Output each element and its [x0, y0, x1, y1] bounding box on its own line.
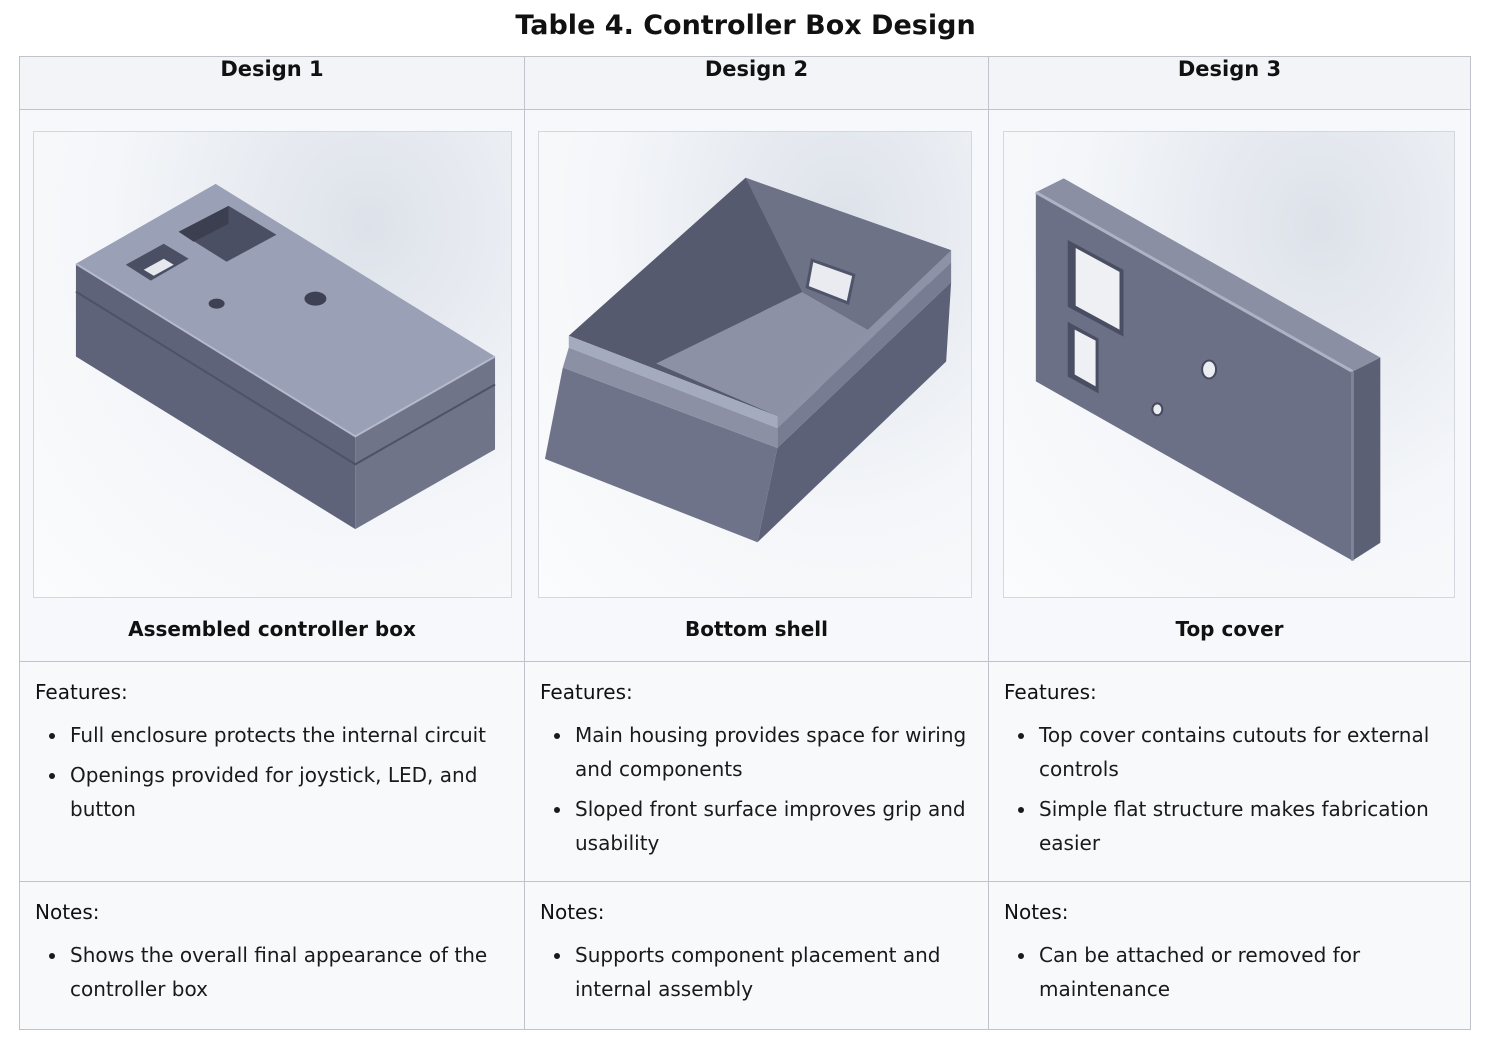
column-header-design-2: Design 2	[524, 56, 989, 110]
notes-list: Supports component placement and interna…	[540, 938, 973, 1006]
notes-cell-design-3: Notes: Can be attached or removed for ma…	[988, 881, 1471, 1030]
image-cell-design-1: Assembled controller box	[19, 109, 525, 662]
image-cell-design-3: Top cover	[988, 109, 1471, 662]
header-row: Design 1 Design 2 Design 3	[19, 56, 1471, 110]
image-row: Assembled controller box	[19, 109, 1471, 662]
notes-label: Notes:	[35, 900, 100, 924]
column-header-design-3: Design 3	[988, 56, 1471, 110]
assembled-box-image	[33, 131, 512, 598]
features-cell-design-3: Features: Top cover contains cutouts for…	[988, 661, 1471, 882]
column-header-design-1: Design 1	[19, 56, 525, 110]
assembled-box-3d-render-icon	[75, 183, 496, 530]
notes-row: Notes: Shows the overall final appearanc…	[19, 881, 1471, 1030]
notes-list: Shows the overall final appearance of th…	[35, 938, 509, 1006]
list-item: Main housing provides space for wiring a…	[540, 718, 973, 786]
features-cell-design-2: Features: Main housing provides space fo…	[524, 661, 989, 882]
top-cover-image	[1003, 131, 1455, 598]
list-item: Can be attached or removed for maintenan…	[1004, 938, 1455, 1006]
notes-label: Notes:	[540, 900, 605, 924]
notes-label: Notes:	[1004, 900, 1069, 924]
features-label: Features:	[540, 680, 633, 704]
caption-design-3: Top cover	[1175, 617, 1284, 641]
list-item: Top cover contains cutouts for external …	[1004, 718, 1455, 786]
list-item: Full enclosure protects the internal cir…	[35, 718, 509, 752]
features-list: Top cover contains cutouts for external …	[1004, 718, 1455, 860]
caption-design-2: Bottom shell	[684, 617, 829, 641]
caption-design-1: Assembled controller box	[128, 617, 416, 641]
table-title: Table 4. Controller Box Design	[515, 10, 976, 41]
features-list: Full enclosure protects the internal cir…	[35, 718, 509, 826]
notes-cell-design-1: Notes: Shows the overall final appearanc…	[19, 881, 525, 1030]
features-list: Main housing provides space for wiring a…	[540, 718, 973, 860]
notes-cell-design-2: Notes: Supports component placement and …	[524, 881, 989, 1030]
list-item: Simple flat structure makes fabrication …	[1004, 792, 1455, 860]
list-item: Openings provided for joystick, LED, and…	[35, 758, 509, 826]
bottom-shell-image	[538, 131, 972, 598]
features-row: Features: Full enclosure protects the in…	[19, 661, 1471, 882]
image-cell-design-2: Bottom shell	[524, 109, 989, 662]
design-table: Design 1 Design 2 Design 3	[19, 56, 1471, 1030]
list-item: Sloped front surface improves grip and u…	[540, 792, 973, 860]
bottom-shell-3d-render-icon	[544, 177, 952, 543]
list-item: Shows the overall final appearance of th…	[35, 938, 509, 1006]
notes-list: Can be attached or removed for maintenan…	[1004, 938, 1455, 1006]
top-cover-3d-render-icon	[1035, 178, 1381, 561]
features-label: Features:	[35, 680, 128, 704]
list-item: Supports component placement and interna…	[540, 938, 973, 1006]
features-cell-design-1: Features: Full enclosure protects the in…	[19, 661, 525, 882]
features-label: Features:	[1004, 680, 1097, 704]
